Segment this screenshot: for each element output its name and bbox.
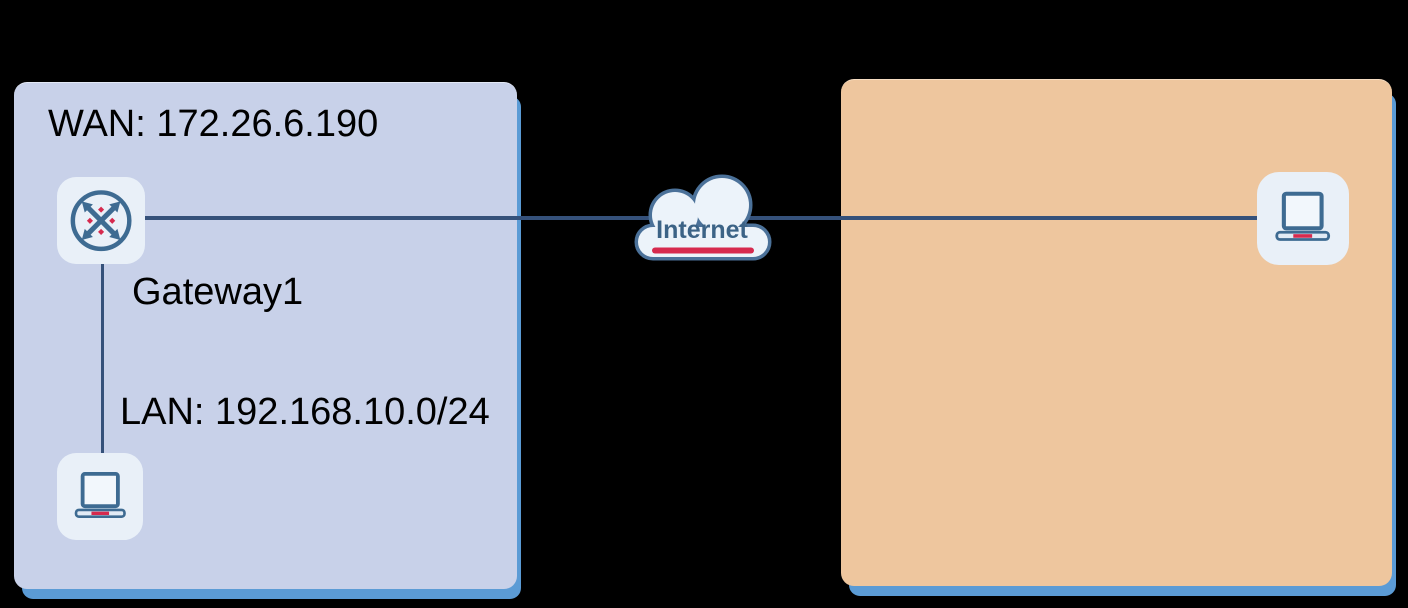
laptop-icon xyxy=(1275,192,1331,242)
lan-link-line xyxy=(101,262,104,454)
internet-cloud: Internet xyxy=(628,171,778,266)
internet-label: Internet xyxy=(656,216,748,244)
gateway-router-node xyxy=(57,177,145,264)
laptop-icon xyxy=(74,471,126,518)
router-icon xyxy=(70,190,132,251)
wan-address-label: WAN: 172.26.6.190 xyxy=(48,103,379,145)
cloud-red-stripe xyxy=(652,247,754,254)
site-b-panel xyxy=(841,79,1392,586)
remote-host-node xyxy=(1257,172,1349,265)
gateway-name-label: Gateway1 xyxy=(132,271,304,313)
lan-subnet-label: LAN: 192.168.10.0/24 xyxy=(120,391,490,433)
lan-host-node xyxy=(57,453,143,540)
